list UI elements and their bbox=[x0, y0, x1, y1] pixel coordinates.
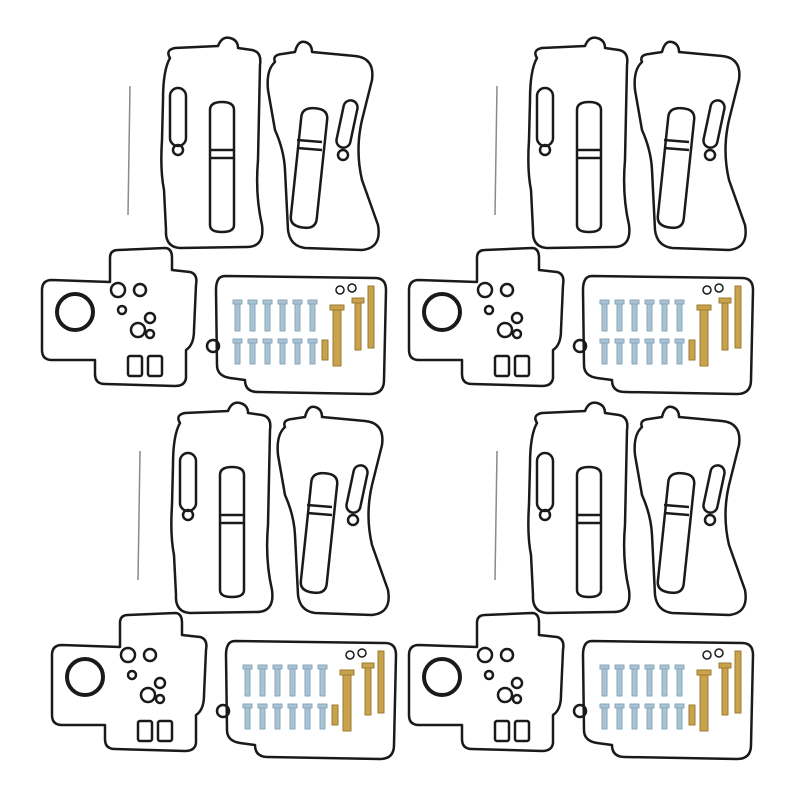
carburetor-rebuild-kits-photo bbox=[40, 35, 755, 761]
